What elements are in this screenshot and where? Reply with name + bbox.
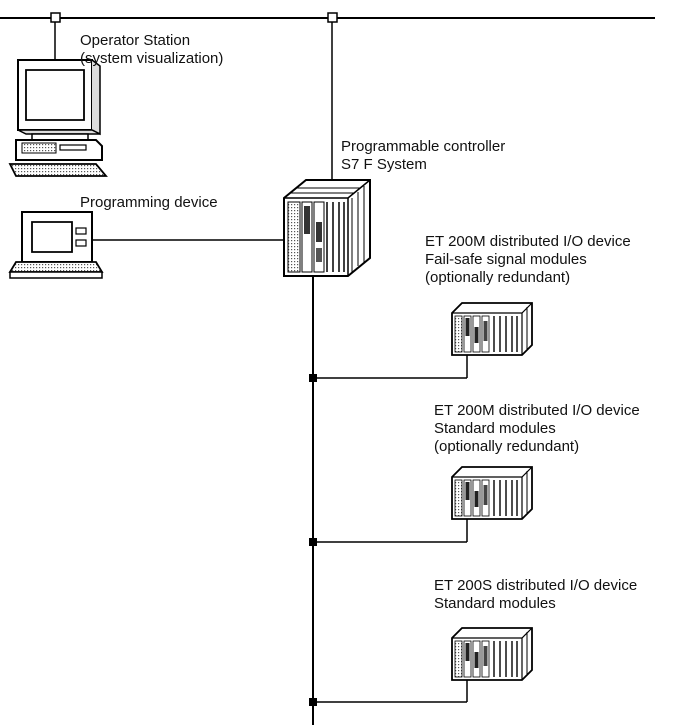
io-1-label: ET 200M distributed I/O device Fail-safe…	[425, 233, 631, 287]
controller-title: Programmable controller	[341, 138, 506, 155]
operator-station-subtitle: (system visualization)	[80, 50, 224, 67]
io-3-modules: Standard modules	[434, 595, 556, 612]
io-rack-icon-2	[451, 466, 533, 520]
desktop-computer-icon	[8, 59, 108, 177]
io-rack-icon-3	[451, 627, 533, 681]
io-2-modules: Standard modules	[434, 420, 556, 437]
io-3-label: ET 200S distributed I/O device Standard …	[434, 577, 637, 613]
controller-label: Programmable controller S7 F System	[341, 138, 505, 174]
io-1-note: (optionally redundant)	[425, 269, 571, 286]
io-rack-icon-1	[451, 302, 533, 356]
operator-station-title: Operator Station	[80, 32, 191, 49]
bus-node-controller	[327, 12, 338, 23]
io-2-label: ET 200M distributed I/O device Standard …	[434, 402, 640, 456]
programming-device-label: Programming device	[80, 194, 218, 211]
laptop-icon	[8, 211, 104, 279]
io-1-title: ET 200M distributed I/O device	[425, 233, 631, 250]
operator-station-label: Operator Station (system visualization)	[80, 32, 223, 68]
controller-subtitle: S7 F System	[341, 156, 427, 173]
plc-rack-icon	[283, 179, 371, 277]
bus-node-operator-station	[50, 12, 61, 23]
io-2-title: ET 200M distributed I/O device	[434, 402, 640, 419]
io-3-title: ET 200S distributed I/O device	[434, 577, 638, 594]
io-1-modules: Fail-safe signal modules	[425, 251, 587, 268]
io-2-note: (optionally redundant)	[434, 438, 580, 455]
